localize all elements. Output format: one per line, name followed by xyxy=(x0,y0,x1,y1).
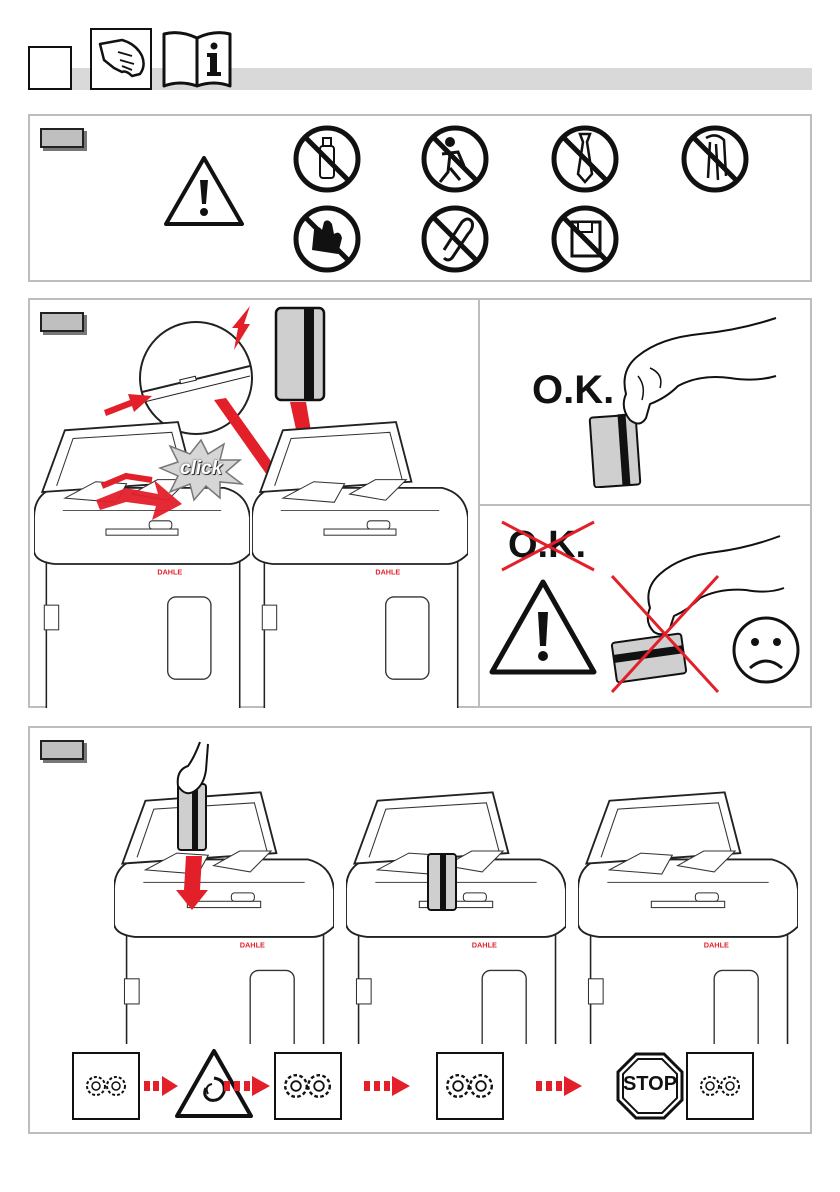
step-number-box xyxy=(28,46,72,90)
no-long-hair-icon xyxy=(680,124,750,194)
red-arrow-down xyxy=(226,306,256,352)
gears-icon xyxy=(436,1052,504,1120)
gears-icon xyxy=(274,1052,342,1120)
shredder-right xyxy=(252,420,468,708)
click-burst: click xyxy=(158,438,244,502)
hand-holding-card xyxy=(580,312,780,488)
warning-triangle-icon-2 xyxy=(488,578,598,676)
sad-face-icon xyxy=(730,614,802,686)
panel-tab-1 xyxy=(40,128,84,148)
arrow-4 xyxy=(534,1072,584,1100)
hand-inserting-card xyxy=(160,740,240,910)
panel-divider-horizontal xyxy=(478,504,812,506)
stop-sign-icon: STOP xyxy=(616,1052,684,1120)
panel-divider-vertical xyxy=(478,298,480,708)
no-floppy-disk-icon xyxy=(550,204,620,274)
arrow-2 xyxy=(222,1072,272,1100)
warning-triangle-icon xyxy=(162,154,246,228)
glove-icon xyxy=(90,28,152,90)
card-in-slot xyxy=(424,852,464,912)
panel-tab-3 xyxy=(40,740,84,760)
stop-label: STOP xyxy=(616,1073,684,1096)
click-label: click xyxy=(180,458,222,480)
shredder-step-3 xyxy=(578,790,798,1044)
no-children-icon xyxy=(420,124,490,194)
arrow-3 xyxy=(362,1072,412,1100)
red-arrow-right xyxy=(104,390,154,418)
info-manual-icon xyxy=(160,28,234,90)
no-paperclip-icon xyxy=(420,204,490,274)
gears-icon xyxy=(686,1052,754,1120)
gears-icon xyxy=(72,1052,140,1120)
no-tie-icon xyxy=(550,124,620,194)
shredder-step-2 xyxy=(346,790,566,1044)
panel-tab-2 xyxy=(40,312,84,332)
no-aerosol-icon xyxy=(292,124,362,194)
not-ok-cross xyxy=(498,518,598,574)
no-hand-icon xyxy=(292,204,362,274)
